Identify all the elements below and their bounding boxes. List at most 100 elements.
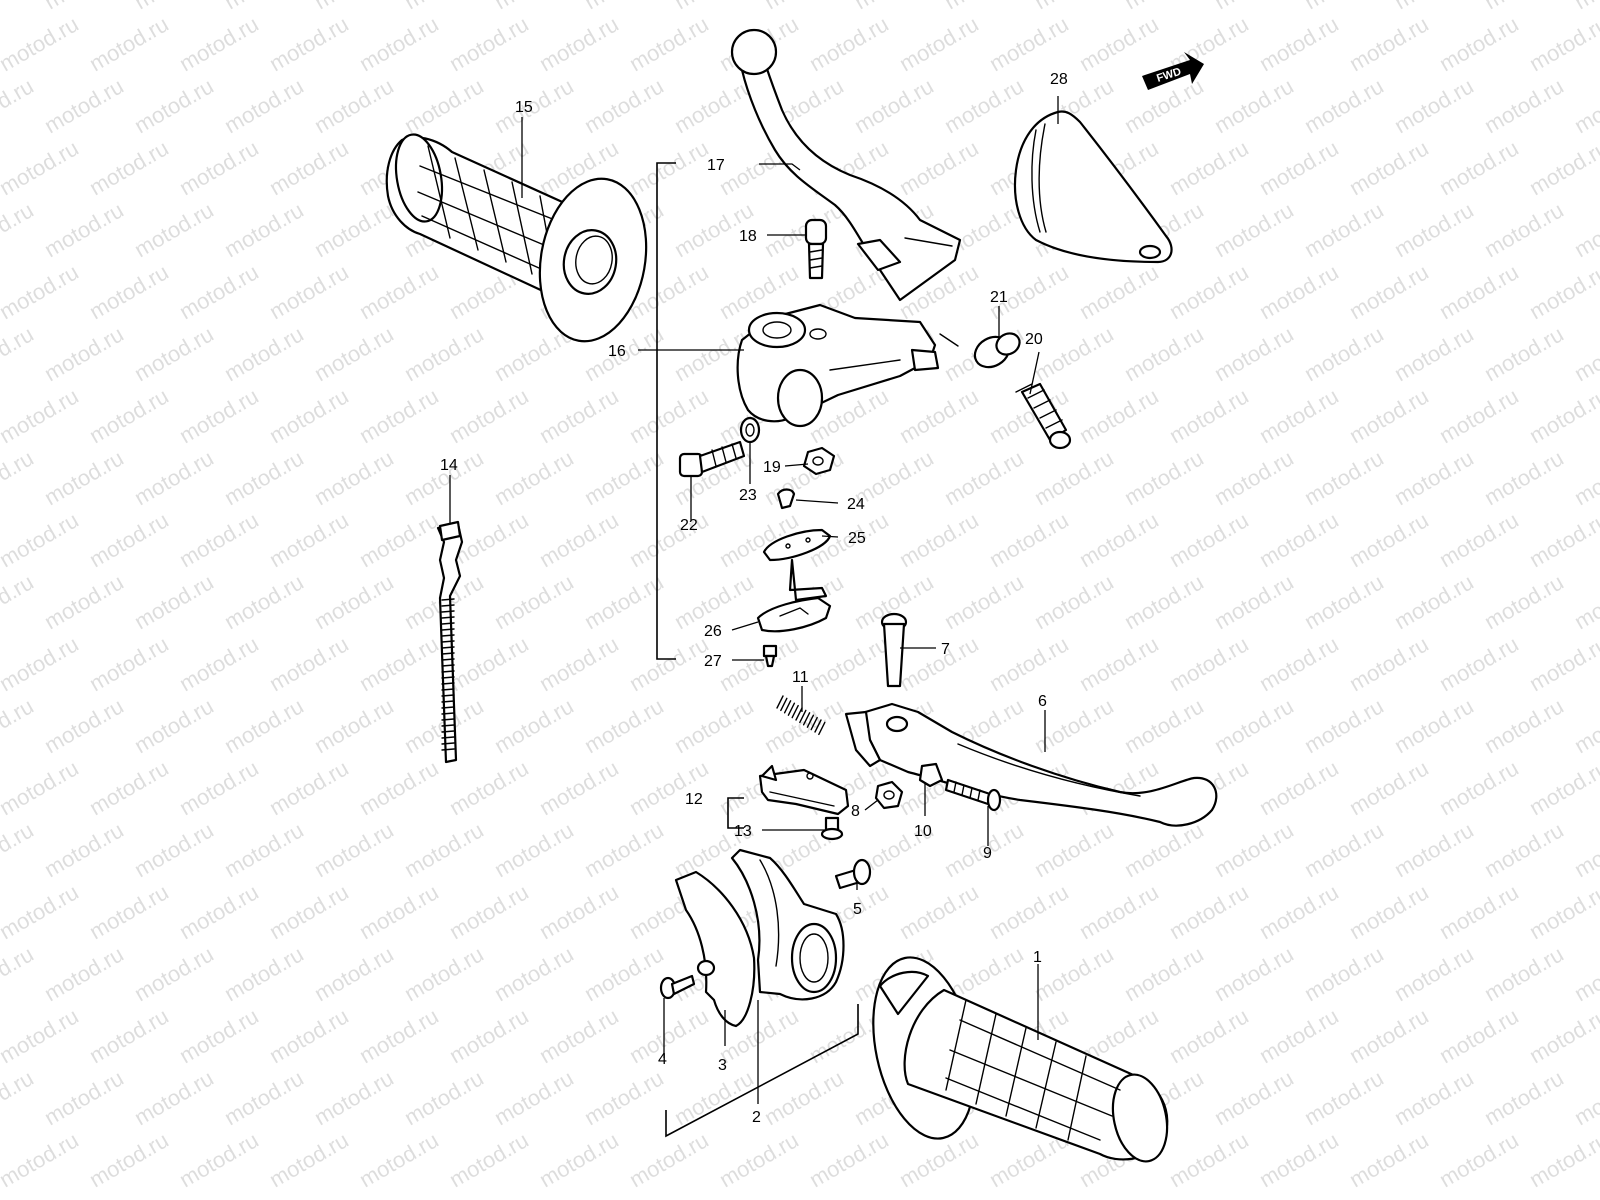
watermark-text: motod.ru	[1030, 569, 1118, 634]
switch-part	[756, 596, 832, 633]
spring-coil	[799, 709, 807, 724]
watermark-text: motod.ru	[175, 135, 263, 200]
watermark-text: motod.ru	[1435, 383, 1523, 448]
watermark-text: motod.ru	[1525, 1003, 1600, 1068]
tie-tooth	[441, 622, 455, 625]
callout-18: 18	[739, 228, 757, 245]
watermark-text: motod.ru	[0, 135, 83, 200]
watermark-text: motod.ru	[130, 445, 218, 510]
watermark-text: motod.ru	[805, 11, 893, 76]
spring-coil	[795, 707, 803, 721]
watermark-text: motod.ru	[40, 321, 128, 386]
adjuster-screw-part	[1015, 382, 1072, 450]
watermark-text: motod.ru	[1210, 0, 1298, 14]
watermark-text: motod.ru	[940, 73, 1028, 138]
spring-coil	[810, 716, 818, 731]
watermark-text: motod.ru	[0, 755, 83, 820]
watermark-text: motod.ru	[130, 817, 218, 882]
watermark-text: motod.ru	[0, 0, 38, 14]
watermark-text: motod.ru	[175, 259, 263, 324]
watermark-text: motod.ru	[1525, 879, 1600, 944]
watermark-text: motod.ru	[220, 445, 308, 510]
watermark-text: motod.ru	[715, 631, 803, 696]
spring-coil	[780, 697, 788, 712]
watermark-text: motod.ru	[535, 755, 623, 820]
watermark-text: motod.ru	[1390, 0, 1478, 14]
watermark-text: motod.ru	[1120, 569, 1208, 634]
callout-20: 20	[1025, 331, 1043, 348]
watermark-text: motod.ru	[130, 693, 218, 758]
watermark-text: motod.ru	[625, 1127, 713, 1192]
watermark-text: motod.ru	[310, 197, 398, 262]
watermark-text: motod.ru	[1480, 569, 1568, 634]
watermark-text: motod.ru	[310, 445, 398, 510]
watermark-text: motod.ru	[355, 507, 443, 572]
watermark-text: motod.ru	[1210, 941, 1298, 1006]
spring-coil	[787, 702, 796, 716]
watermark-text: motod.ru	[445, 631, 533, 696]
watermark-text: motod.ru	[1570, 445, 1600, 510]
callout-16: 16	[608, 343, 626, 360]
watermark-text: motod.ru	[355, 1003, 443, 1068]
watermark-text: motod.ru	[1525, 11, 1600, 76]
callout-25: 25	[848, 530, 866, 547]
watermark-text: motod.ru	[400, 817, 488, 882]
watermark-text: motod.ru	[940, 445, 1028, 510]
watermark-text: motod.ru	[985, 631, 1073, 696]
watermark-text: motod.ru	[1480, 445, 1568, 510]
tie-tooth	[441, 640, 455, 643]
tie-tooth	[441, 634, 455, 637]
watermark-text: motod.ru	[220, 0, 308, 14]
watermark-text: motod.ru	[0, 383, 83, 448]
watermark-text: motod.ru	[535, 383, 623, 448]
watermark-text: motod.ru	[1075, 259, 1163, 324]
watermark-text: motod.ru	[895, 631, 983, 696]
watermark-text: motod.ru	[1390, 445, 1478, 510]
watermark-text: motod.ru	[355, 631, 443, 696]
watermark-text: motod.ru	[490, 569, 578, 634]
lever-holder-part	[736, 303, 940, 428]
watermark-text: motod.ru	[895, 879, 983, 944]
clip-part	[776, 488, 796, 510]
adjuster-nut-part	[939, 332, 1021, 369]
left-grip-part	[385, 133, 648, 343]
callout-5: 5	[853, 901, 862, 918]
watermark-text: motod.ru	[1345, 11, 1433, 76]
watermark-text: motod.ru	[895, 507, 983, 572]
watermark-text: motod.ru	[0, 1003, 83, 1068]
watermark-text: motod.ru	[1570, 1065, 1600, 1130]
adjust-screw-part	[944, 778, 1002, 812]
switch-screw-part	[762, 644, 778, 668]
watermark-text: motod.ru	[1210, 693, 1298, 758]
watermark-text: motod.ru	[1075, 383, 1163, 448]
spring-coil	[806, 714, 815, 728]
watermark-text: motod.ru	[985, 507, 1073, 572]
watermark-text: motod.ru	[40, 693, 128, 758]
watermark-text: motod.ru	[1345, 507, 1433, 572]
watermark-text: motod.ru	[1210, 1065, 1298, 1130]
watermark-text: motod.ru	[0, 693, 38, 758]
tie-tooth	[441, 676, 455, 679]
tie-tooth	[441, 724, 455, 727]
tie-tooth	[441, 718, 455, 721]
watermark-text: motod.ru	[1120, 445, 1208, 510]
watermark-text: motod.ru	[265, 631, 353, 696]
watermark-text: motod.ru	[580, 0, 668, 14]
watermark-text: motod.ru	[1300, 0, 1388, 14]
tie-tooth	[441, 688, 455, 691]
callout-6: 6	[1038, 693, 1047, 710]
watermark-text: motod.ru	[1120, 693, 1208, 758]
watermark-text: motod.ru	[1480, 817, 1568, 882]
watermark-text: motod.ru	[1030, 0, 1118, 14]
watermark-text: motod.ru	[0, 445, 38, 510]
watermark-text: motod.ru	[1570, 73, 1600, 138]
watermark-text: motod.ru	[625, 755, 713, 820]
callout-3: 3	[718, 1057, 727, 1074]
watermark-text: motod.ru	[1570, 817, 1600, 882]
watermark-text: motod.ru	[1030, 941, 1118, 1006]
watermark-text: motod.ru	[310, 569, 398, 634]
watermark-text: motod.ru	[400, 941, 488, 1006]
watermark-text: motod.ru	[490, 73, 578, 138]
watermark-text: motod.ru	[940, 569, 1028, 634]
watermark-text: motod.ru	[1525, 631, 1600, 696]
